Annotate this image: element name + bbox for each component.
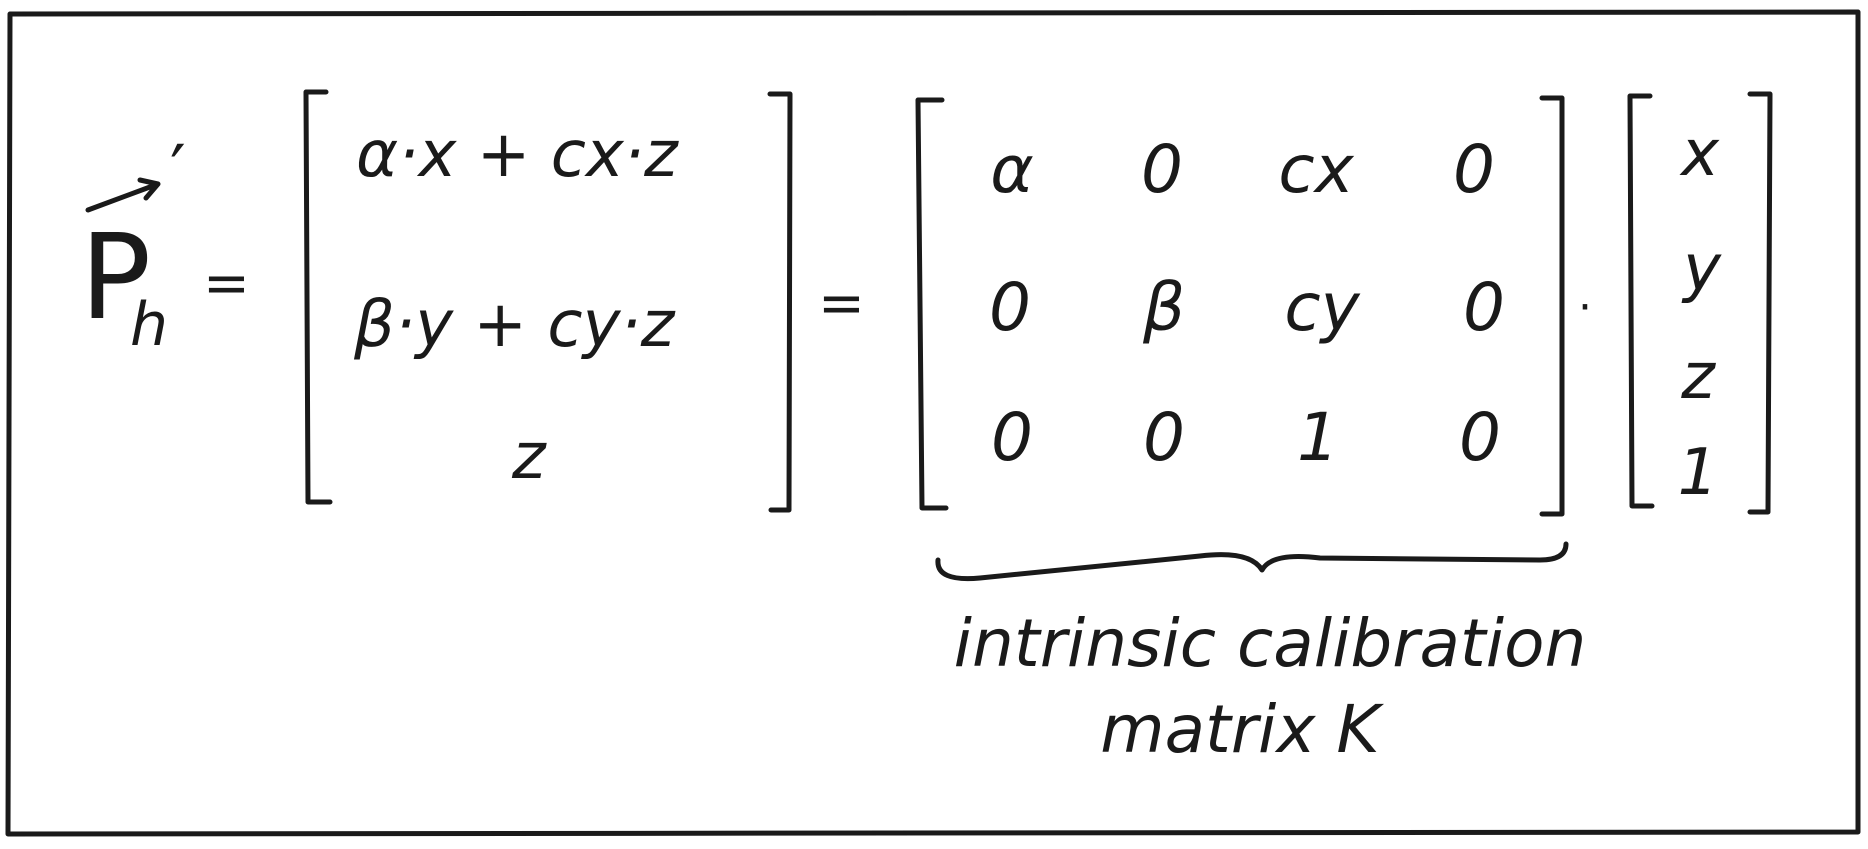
lhs-symbol: P [80,208,151,346]
equals-sign-2: = [818,271,865,336]
matrix-r1-c4: 0 [1453,131,1495,208]
matrix-r2-c2: β [1142,269,1185,346]
matrix-r1-c3: cx [1278,131,1354,208]
point-z: z [1680,340,1716,414]
right-bracket-matrix [1539,95,1565,517]
annotation-line-2: matrix K [1100,691,1384,768]
arrow-icon [85,177,161,213]
matrix-r1-c1: α [990,131,1034,208]
result-row-3: z [511,420,547,494]
underbrace [935,541,1569,582]
lhs-prime: ′ [170,130,186,212]
left-bracket-matrix [915,97,949,511]
annotation-line-1: intrinsic calibration [954,605,1587,682]
matrix-r3-c3: 1 [1297,399,1339,476]
multiply-dot: · [1578,282,1592,333]
result-row-2: β·y + cy·z [353,288,676,362]
point-1: 1 [1678,436,1719,510]
point-x: x [1679,117,1720,191]
left-bracket-result [303,89,333,505]
right-bracket-result [767,91,793,513]
equals-sign-1: = [203,251,250,316]
result-row-1: α·x + cx·z [356,118,679,192]
matrix-r3-c1: 0 [991,399,1033,476]
left-bracket-point [1627,93,1655,509]
lhs-subscript: h [130,290,168,360]
matrix-r2-c4: 0 [1463,269,1505,346]
border-box [5,9,1861,837]
matrix-r1-c2: 0 [1141,131,1183,208]
right-bracket-point [1747,91,1773,515]
matrix-r2-c1: 0 [989,269,1031,346]
matrix-r2-c3: cy [1284,269,1360,346]
matrix-r3-c2: 0 [1143,399,1185,476]
matrix-r3-c4: 0 [1459,399,1501,476]
point-y: y [1681,232,1722,306]
lhs-vector-p: P h ′ [80,130,186,360]
